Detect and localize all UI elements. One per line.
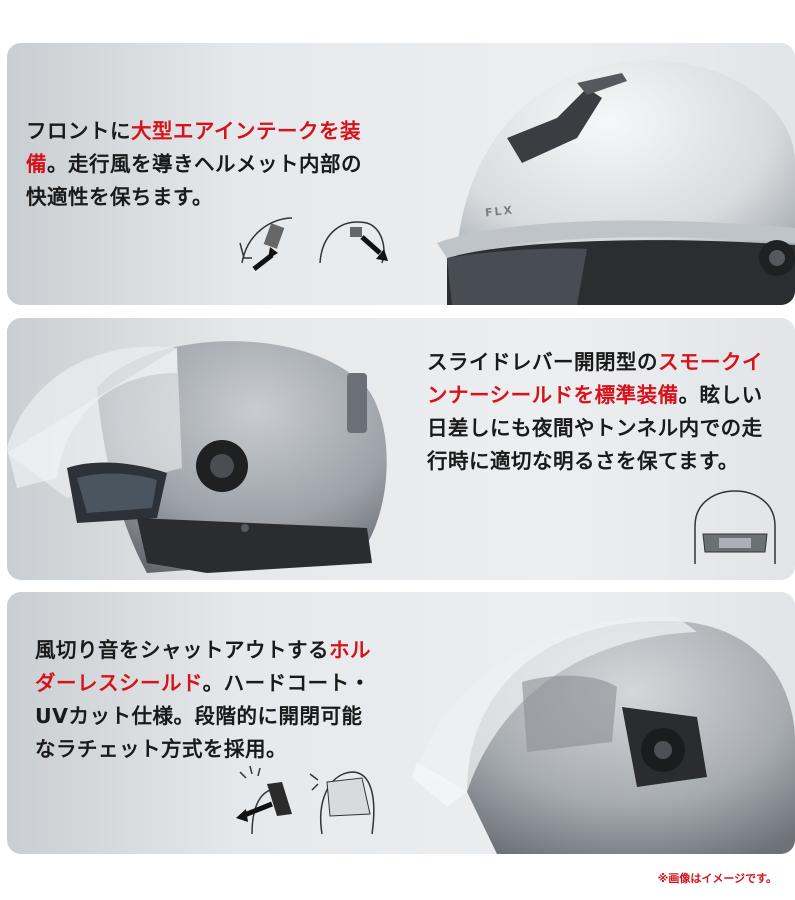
air-intake-text-pre: フロントに [26,119,131,143]
helmet-shield-image [412,616,795,854]
inner-shield-description: スライドレバー開閉型のスモークインナーシールドを標準装備。眩しい日差しにも夜間や… [427,346,777,478]
ratchet-diagram [236,765,375,835]
holderless-shield-text-post: 。ハードコート・UVカット仕様。段階的に開閉可能なラチェット方式を採用。 [35,671,371,761]
helmet-side-image [7,341,387,573]
airflow-diagram [239,217,388,271]
holderless-shield-text-pre: 風切り音をシャットアウトする [35,638,329,662]
feature-panel-inner-shield: スライドレバー開閉型のスモークインナーシールドを標準装備。眩しい日差しにも夜間や… [7,318,795,580]
air-intake-text-post: 。走行風を導きヘルメット内部の快適性を保ちます。 [26,152,362,209]
helmet-front-image [437,60,795,305]
inner-shield-diagram [694,490,776,564]
feature-panel-holderless-shield: 風切り音をシャットアウトするホルダーレスシールド。ハードコート・UVカット仕様。… [7,592,795,854]
feature-panel-air-intake: フロントに大型エアインテークを装備。走行風を導きヘルメット内部の快適性を保ちます… [7,43,795,305]
air-intake-text-highlight: 大型エアインテークを装備 [26,119,361,176]
holderless-shield-description: 風切り音をシャットアウトするホルダーレスシールド。ハードコート・UVカット仕様。… [35,634,380,766]
inner-shield-text-pre: スライドレバー開閉型の [427,350,658,374]
holderless-shield-text-highlight: ホルダーレスシールド [35,638,371,695]
air-intake-description: フロントに大型エアインテークを装備。走行風を導きヘルメット内部の快適性を保ちます… [26,115,376,214]
inner-shield-text-highlight: スモークインナーシールドを標準装備 [427,350,763,407]
inner-shield-text-post: 。眩しい日差しにも夜間やトンネル内での走行時に適切な明るさを保てます。 [427,383,763,473]
image-disclaimer: ※画像はイメージです。 [657,872,777,885]
